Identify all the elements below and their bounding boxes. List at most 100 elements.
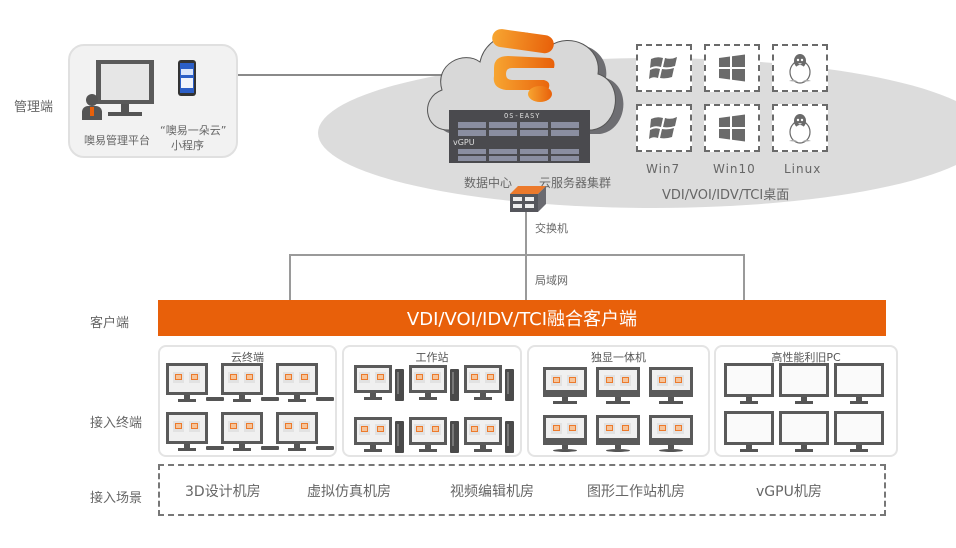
app-tile-icon <box>414 372 425 383</box>
row-label-management: 管理端 <box>14 100 54 115</box>
app-tile-icon <box>469 424 480 435</box>
switch-trunk-line <box>525 212 527 300</box>
thin-client-box-icon <box>206 446 224 450</box>
desktop-tile-win7 <box>636 104 692 152</box>
person-head <box>86 94 98 106</box>
lan-line <box>289 254 744 256</box>
app-tile-icon <box>620 423 631 434</box>
app-tile-icon <box>604 423 615 434</box>
network-switch-icon <box>510 186 546 212</box>
group-title: 高性能利旧PC <box>771 351 841 364</box>
app-tile-icon <box>485 424 496 435</box>
terminal-group-all-in-one: 独显一体机 <box>527 345 710 457</box>
os-name-win10: Win10 <box>713 162 756 176</box>
scenario-item: 3D设计机房 <box>185 484 261 500</box>
client-bar-title: VDI/VOI/IDV/TCI融合客户端 <box>406 309 638 330</box>
app-tile-icon <box>244 421 255 432</box>
windows7-icon <box>649 53 679 83</box>
app-tile-icon <box>244 372 255 383</box>
pc-tower-icon <box>450 369 459 401</box>
terminal-group-legacy-pc: 高性能利旧PC <box>714 345 898 457</box>
row-label-scenarios: 接入场景 <box>90 491 143 506</box>
app-tile-icon <box>620 375 631 386</box>
os-easy-logo-icon <box>492 29 555 102</box>
cluster-label: 云服务器集群 <box>539 176 612 190</box>
windows10-icon <box>717 53 747 83</box>
linux-penguin-icon <box>786 52 814 84</box>
app-tile-icon <box>414 424 425 435</box>
app-tile-icon <box>375 372 386 383</box>
row-label-client: 客户端 <box>90 316 130 331</box>
linux-penguin-icon <box>786 112 814 144</box>
server-rack-icon: OS-EASY vGPU <box>449 110 590 163</box>
app-tile-icon <box>551 423 562 434</box>
group-title: 云终端 <box>231 351 264 364</box>
app-tile-icon <box>375 424 386 435</box>
app-tile-icon <box>485 372 496 383</box>
scenario-item: vGPU机房 <box>756 484 822 500</box>
lan-drop-right <box>743 254 745 300</box>
app-tile-icon <box>657 423 668 434</box>
terminal-group-workstation: 工作站 <box>342 345 522 457</box>
person-tie <box>90 107 94 116</box>
app-tile-icon <box>604 375 615 386</box>
app-tile-icon <box>299 421 310 432</box>
app-tile-icon <box>567 375 578 386</box>
row-label-terminals: 接入终端 <box>90 416 143 431</box>
app-tile-icon <box>189 421 200 432</box>
os-name-linux: Linux <box>784 162 822 176</box>
datacenter-label: 数据中心 <box>464 176 513 190</box>
windows7-icon <box>649 113 679 143</box>
app-tile-icon <box>189 372 200 383</box>
app-tile-icon <box>299 372 310 383</box>
app-tile-icon <box>359 372 370 383</box>
server-tag: vGPU <box>453 138 475 147</box>
windows10-icon <box>717 113 747 143</box>
os-name-win7: Win7 <box>646 162 681 176</box>
pc-tower-icon <box>505 421 514 453</box>
scenario-item: 图形工作站机房 <box>587 484 685 500</box>
desktops-caption: VDI/VOI/IDV/TCI桌面 <box>662 188 790 203</box>
management-link-line <box>238 74 450 76</box>
thin-client-box-icon <box>206 397 224 401</box>
group-title: 工作站 <box>415 351 449 364</box>
app-tile-icon <box>551 375 562 386</box>
server-brand: OS-EASY <box>504 112 541 120</box>
scenario-item: 虚拟仿真机房 <box>307 484 391 500</box>
lan-drop-left <box>289 254 291 300</box>
switch-label: 交换机 <box>535 222 568 235</box>
pc-tower-icon <box>450 421 459 453</box>
app-tile-icon <box>469 372 480 383</box>
app-tile-icon <box>283 372 294 383</box>
scenarios-box <box>158 464 886 516</box>
desktop-tile-linux <box>772 44 828 92</box>
app-tile-icon <box>430 372 441 383</box>
app-tile-icon <box>673 423 684 434</box>
pc-tower-icon <box>505 369 514 401</box>
miniapp-label-line1: “噢易一朵云” <box>160 124 227 137</box>
group-title: 独显一体机 <box>591 351 646 364</box>
app-tile-icon <box>657 375 668 386</box>
app-tile-icon <box>173 421 184 432</box>
thin-client-box-icon <box>316 397 334 401</box>
lan-label: 局域网 <box>535 274 568 287</box>
desktop-tile-win10 <box>704 104 760 152</box>
app-tile-icon <box>359 424 370 435</box>
thin-client-box-icon <box>316 446 334 450</box>
app-tile-icon <box>567 423 578 434</box>
fusion-client-bar: VDI/VOI/IDV/TCI融合客户端 <box>158 300 886 336</box>
management-panel: 噢易管理平台 “噢易一朵云” 小程序 <box>68 44 238 158</box>
app-tile-icon <box>228 421 239 432</box>
app-tile-icon <box>673 375 684 386</box>
terminal-group-cloud-terminal: 云终端 <box>158 345 337 457</box>
pc-tower-icon <box>395 421 404 453</box>
mobile-phone-icon <box>178 60 196 96</box>
desktop-tile-linux <box>772 104 828 152</box>
app-tile-icon <box>283 421 294 432</box>
desktop-tile-win7 <box>636 44 692 92</box>
desktop-os-grid <box>636 44 836 164</box>
app-tile-icon <box>430 424 441 435</box>
thin-client-box-icon <box>261 397 279 401</box>
app-tile-icon <box>228 372 239 383</box>
desktop-tile-win10 <box>704 44 760 92</box>
